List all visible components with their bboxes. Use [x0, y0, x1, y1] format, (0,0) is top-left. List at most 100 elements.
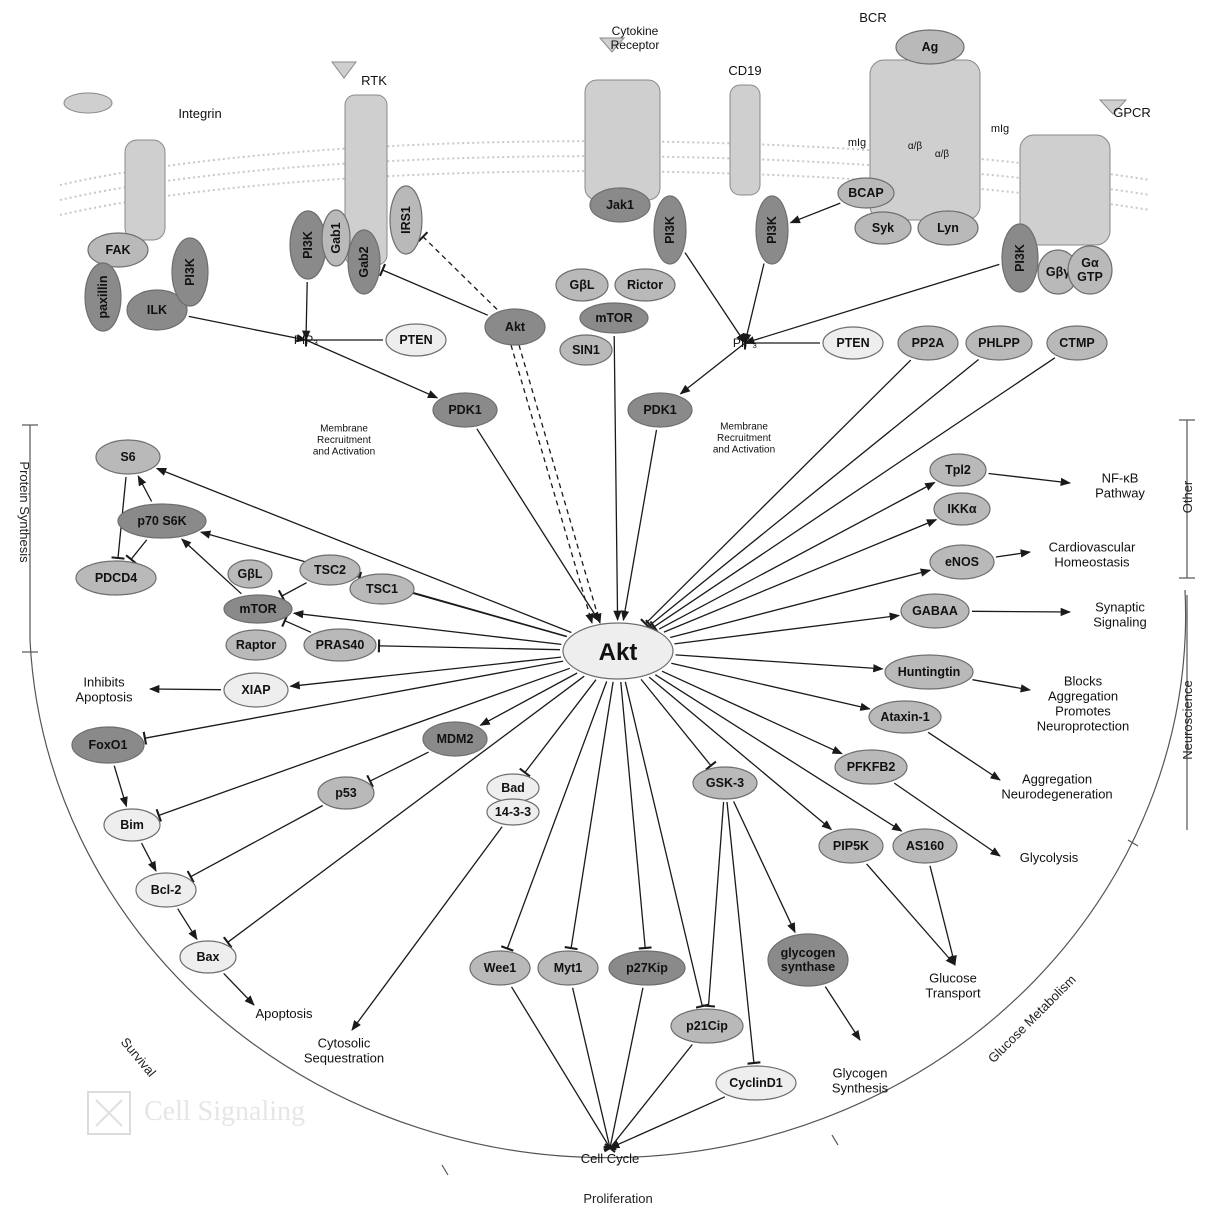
node-label-gbl: GβL [238, 567, 263, 581]
node-label-mtor-top: mTOR [595, 311, 632, 325]
node-shape [299, 554, 361, 586]
edge-pip3_left-to-pdk1_left [305, 339, 439, 399]
node-tsc1: TSC1 [349, 573, 415, 605]
node-shape [87, 232, 149, 268]
node-bax: Bax [179, 940, 237, 974]
node-shape [614, 268, 676, 302]
node-label-pi3k-2: PI3K [301, 231, 315, 259]
node-label-pip3-left: PIP₃ [294, 333, 318, 347]
node-shape [608, 950, 686, 986]
node-pi3k-3: PI3K [653, 195, 687, 265]
edge-pdk1_left-to-akt [476, 428, 600, 623]
edge-enos-to-cardio [995, 549, 1032, 558]
node-label-xiap: XIAP [241, 683, 270, 697]
node-label-b1433: 14-3-3 [495, 805, 531, 819]
node-shape [755, 195, 789, 265]
node-bad: Bad [486, 773, 540, 803]
node-label-paxillin: paxillin [96, 275, 110, 318]
edge-akt-to-p27kip [620, 681, 652, 950]
node-shape [432, 392, 498, 428]
edge-ilk-to-pip3_left [188, 315, 308, 343]
node-label-ctmp: CTMP [1059, 336, 1094, 350]
cell-signaling-logo: Cell Signaling [87, 1091, 305, 1135]
edge-mdm2-to-p53 [366, 751, 429, 788]
node-label-gbl-top: GβL [570, 278, 595, 292]
edge-akt_top-to-irs1 [417, 231, 498, 310]
node-akt-top: Akt [484, 308, 546, 346]
edge-bim-to-bcl2 [140, 842, 157, 872]
node-pfkfb2: PFKFB2 [834, 749, 908, 785]
node-mtor-top: mTOR [579, 302, 649, 334]
node-pi3k-1: PI3K [171, 237, 209, 307]
cell-boundary [29, 589, 1187, 1159]
edge-wee1-to-cell_cycle [510, 986, 617, 1153]
node-b1433: 14-3-3 [486, 798, 540, 826]
category-proliferation: Proliferation [583, 1191, 652, 1206]
node-shape [868, 700, 942, 734]
edge-bcap-to-pi3k_4 [789, 202, 841, 224]
node-label-ataxin1: Ataxin-1 [880, 710, 929, 724]
node-tsc2: TSC2 [299, 554, 361, 586]
edge-p21cip-to-cell_cycle [604, 1044, 693, 1153]
node-bcl2: Bcl-2 [135, 872, 197, 908]
node-shape [225, 629, 287, 661]
node-shape [917, 210, 979, 246]
node-label-sin1: SIN1 [572, 343, 600, 357]
node-label-p53: p53 [335, 786, 357, 800]
node-wee1: Wee1 [469, 950, 531, 986]
node-label-ikka: IKKα [947, 502, 977, 516]
node-raptor: Raptor [225, 629, 287, 661]
edge-gsk3-to-p21cip [701, 801, 725, 1008]
edge-akt-to-s6 [155, 467, 572, 634]
edge-pip3_right-to-pdk1_right [679, 342, 746, 395]
node-shape [117, 503, 207, 539]
node-label-gab2: Gab2 [357, 246, 371, 277]
node-shape [715, 1065, 797, 1101]
node-pp2a: PP2A [897, 325, 959, 361]
node-pi3k-2: PI3K [289, 210, 327, 280]
category-protein-synthesis: Protein Synthesis [17, 461, 32, 563]
node-shape [347, 229, 381, 295]
node-label-myt1: Myt1 [554, 961, 583, 975]
node-akt: Akt [562, 622, 674, 680]
node-shape [71, 726, 145, 764]
node-gsk3: GSK-3 [692, 766, 758, 800]
node-lyn: Lyn [917, 210, 979, 246]
node-label-pdcd4: PDCD4 [95, 571, 137, 585]
node-pdk1-right: PDK1 [627, 392, 693, 428]
node-ikka: IKKα [933, 492, 991, 526]
edge-pdk1_right-to-akt [620, 429, 658, 622]
edge-akt-to-ikka [663, 518, 938, 633]
category-brackets [22, 419, 1195, 1176]
node-label-lyn: Lyn [937, 221, 959, 235]
edge-pi3k_2-to-pip3_left [302, 281, 311, 342]
edge-gabaa-to-synaptic [971, 607, 1072, 617]
node-shape [818, 828, 884, 864]
node-pip5k: PIP5K [818, 828, 884, 864]
edge-mtor-to-p70s6k [181, 538, 242, 595]
node-gbl-top: GβL [555, 268, 609, 302]
node-shape [227, 559, 273, 589]
edge-gsk3-to-glycogen_synthase [733, 801, 796, 934]
node-label-irs1: IRS1 [399, 206, 413, 234]
node-gbl: GβL [227, 559, 273, 589]
node-p53: p53 [317, 776, 375, 810]
node-shape [75, 560, 157, 596]
edge-akt-to-ataxin1 [671, 662, 871, 711]
edge-akt_top-to-gab2 [378, 263, 488, 316]
label-ab-right: α/β [935, 149, 950, 160]
node-label-tpl2: Tpl2 [945, 463, 971, 477]
node-label-pfkfb2: PFKFB2 [847, 760, 896, 774]
node-shape [422, 721, 488, 757]
edge-xiap-to-inhibits_apoptosis [148, 684, 222, 694]
edge-akt-to-foxo1 [142, 660, 564, 745]
node-foxo1: FoxO1 [71, 726, 145, 764]
node-shape [389, 185, 423, 255]
edge-cyclind1-to-cell_cycle [609, 1096, 726, 1149]
node-label-pi3k-1: PI3K [183, 258, 197, 286]
node-shape [1046, 325, 1108, 361]
